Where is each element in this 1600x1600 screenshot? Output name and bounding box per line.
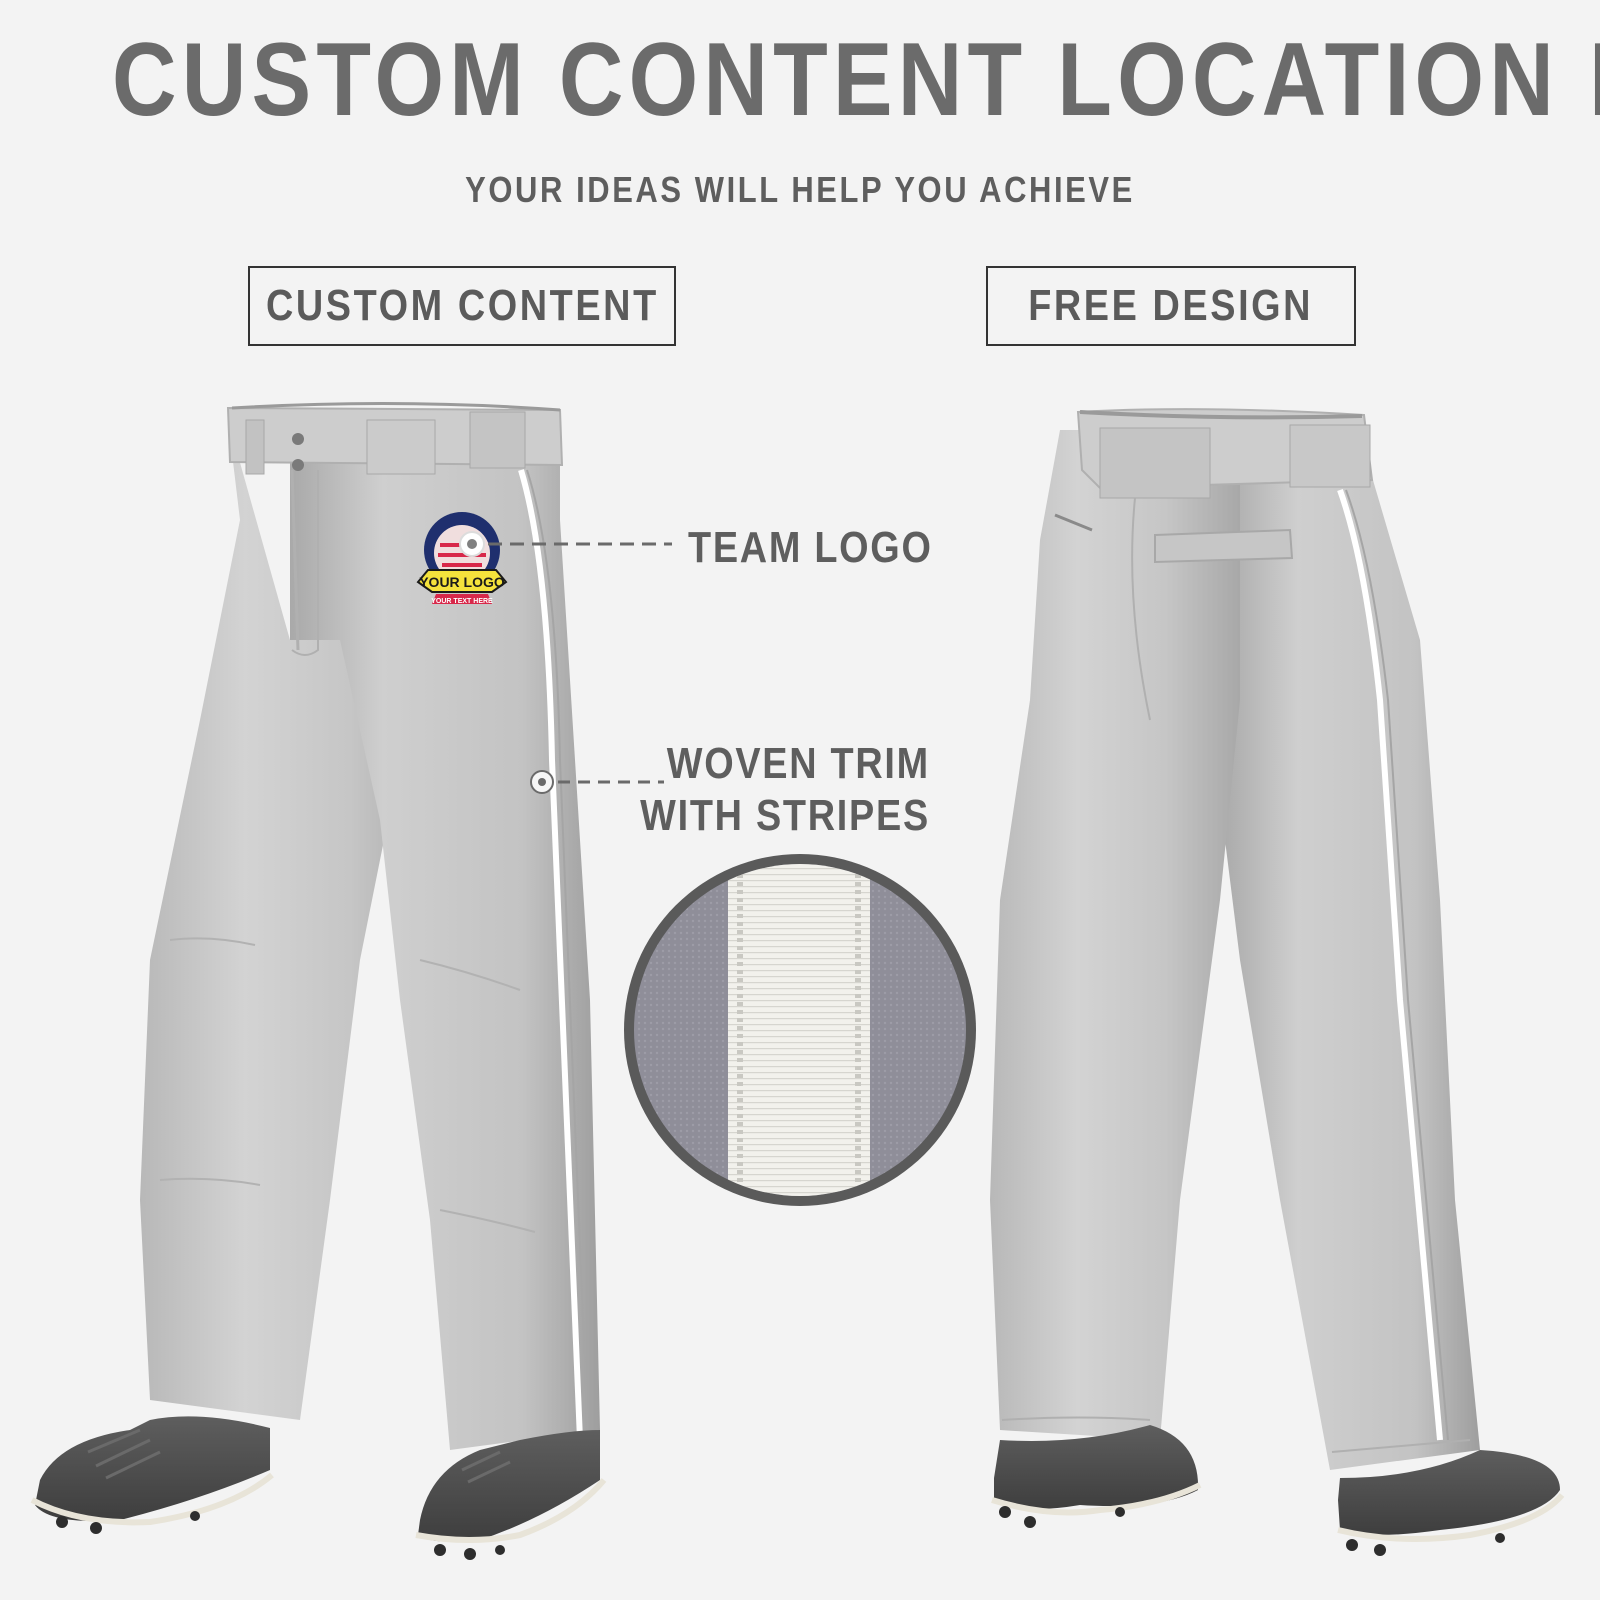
woven-trim-swatch [624, 854, 976, 1206]
front-right-cleat [415, 1430, 607, 1560]
side-stripe [1337, 488, 1443, 1441]
team-logo-badge: YOUR LOGO YOUR TEXT HERE [416, 512, 508, 605]
button-icon [292, 433, 304, 445]
front-left-cleat [30, 1416, 274, 1534]
free-design-label: FREE DESIGN [1028, 281, 1314, 330]
back-right-cleat [1337, 1450, 1565, 1556]
custom-content-label-box: CUSTOM CONTENT [248, 266, 676, 346]
free-design-label-box: FREE DESIGN [986, 266, 1356, 346]
page-title: CUSTOM CONTENT LOCATION DISPLAY [112, 22, 1600, 138]
woven-trim-label-line1: WOVEN TRIM [666, 739, 930, 788]
woven-trim-callout: WOVEN TRIM WITH STRIPES [640, 738, 930, 842]
team-logo-callout: TEAM LOGO [688, 522, 933, 574]
front-pants: YOUR LOGO YOUR TEXT HERE [30, 401, 672, 1560]
logo-banner-text: YOUR LOGO [419, 574, 505, 590]
side-stripe [518, 469, 583, 1441]
button-icon [292, 459, 304, 471]
logo-ribbon-text: YOUR TEXT HERE [431, 598, 493, 605]
woven-trim-label-line2: WITH STRIPES [640, 791, 930, 840]
back-pants [990, 408, 1565, 1556]
custom-content-label: CUSTOM CONTENT [265, 281, 659, 330]
team-logo-label: TEAM LOGO [688, 523, 933, 572]
back-left-cleat [991, 1425, 1202, 1528]
page-subtitle: YOUR IDEAS WILL HELP YOU ACHIEVE [465, 169, 1135, 210]
